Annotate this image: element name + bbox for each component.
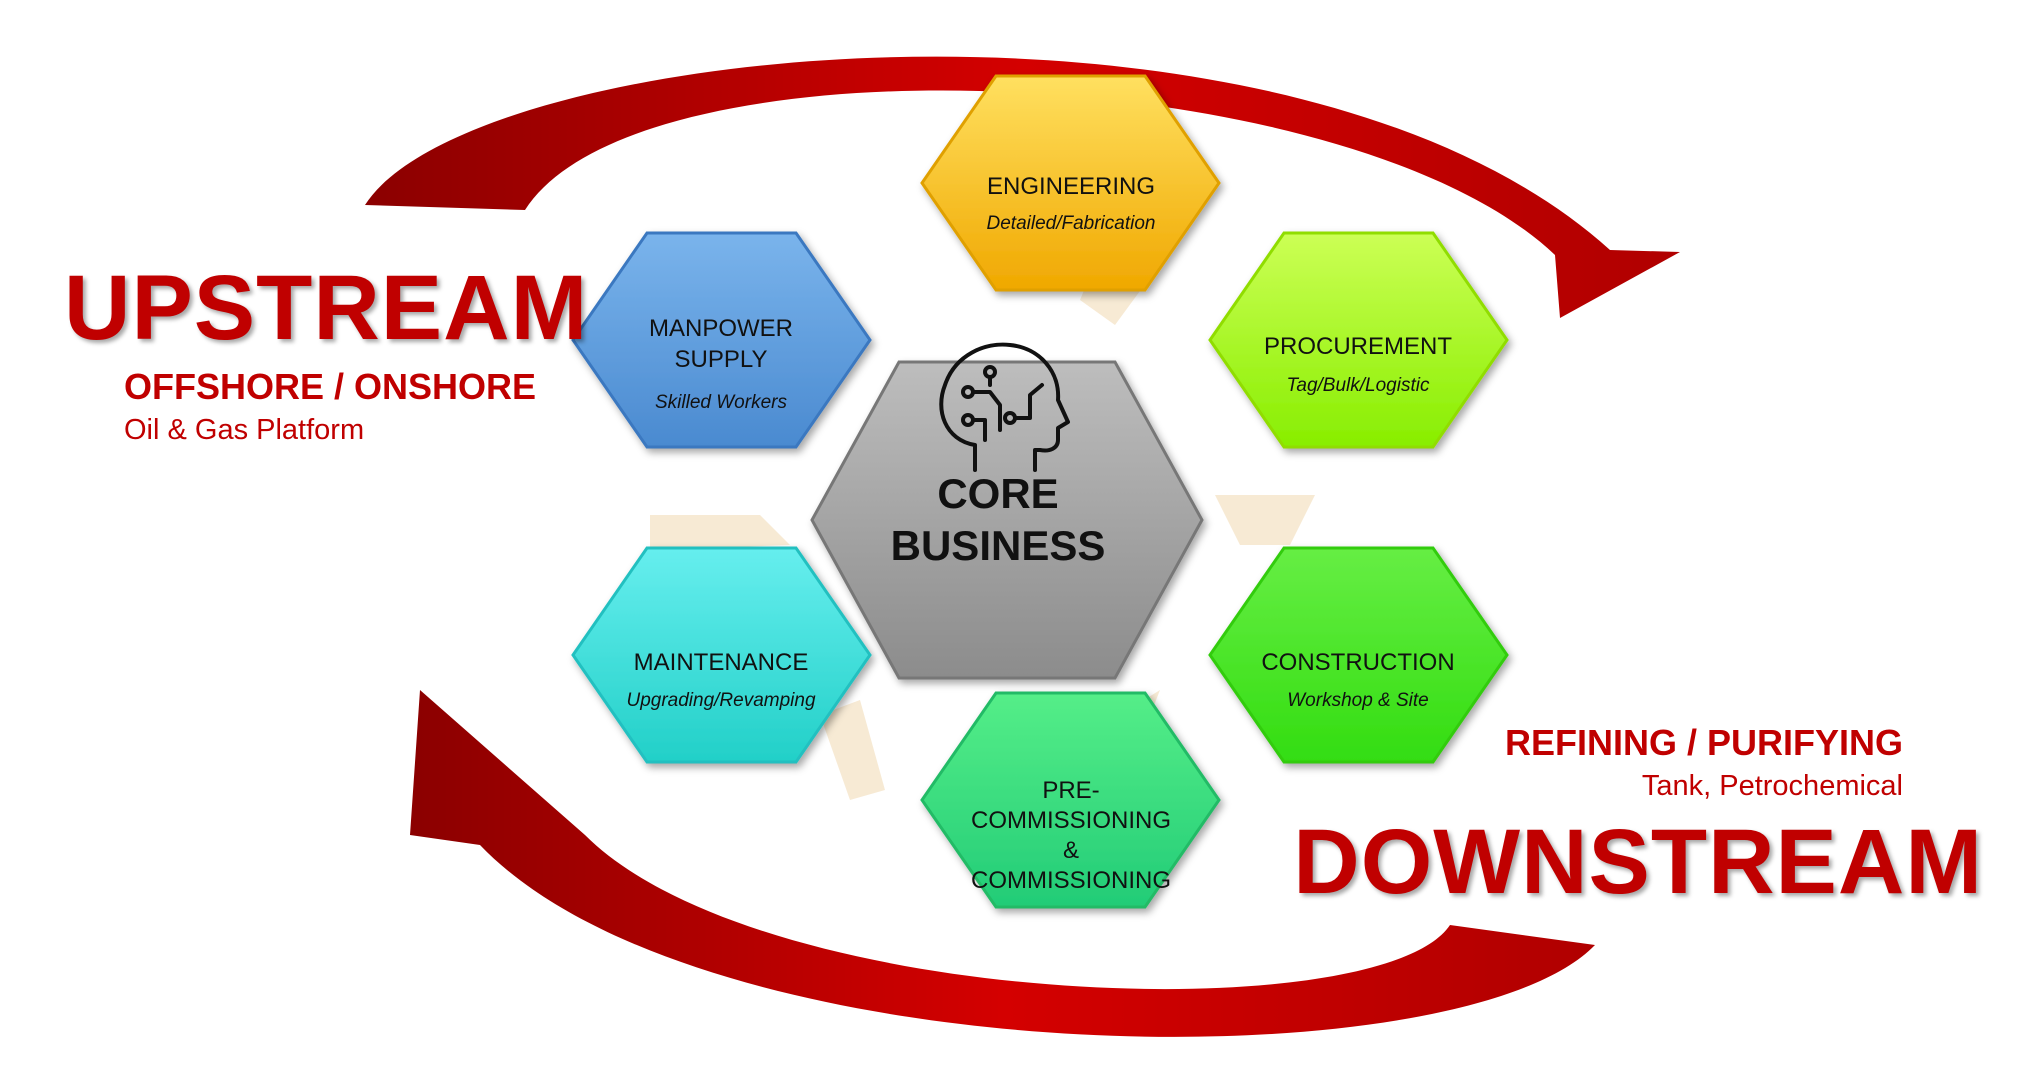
maintenance-subtitle: Upgrading/Revamping	[626, 690, 815, 711]
procurement-subtitle: Tag/Bulk/Logistic	[1287, 375, 1430, 396]
engineering-hexagon[interactable]	[920, 74, 1221, 292]
commissioning-line-1: PRE-	[1042, 777, 1099, 804]
manpower-subtitle: Skilled Workers	[655, 392, 787, 413]
manpower-line-2: SUPPLY	[675, 346, 768, 373]
manpower-line-1: MANPOWER	[649, 315, 793, 342]
core-title-line-2: BUSINESS	[891, 522, 1106, 569]
engineering-subtitle: Detailed/Fabrication	[987, 213, 1156, 234]
manpower-hexagon[interactable]	[571, 231, 872, 449]
upstream-subtitle: OFFSHORE / ONSHORE	[124, 366, 537, 407]
procurement-hexagon[interactable]	[1208, 231, 1509, 449]
brain-circuit-icon	[939, 342, 1070, 472]
top-cycle-arrow	[365, 56, 1680, 318]
downstream-subtitle: REFINING / PURIFYING	[1504, 722, 1903, 763]
downstream-title: DOWNSTREAM	[1293, 811, 1983, 913]
upstream-title: UPSTREAM	[64, 257, 589, 359]
commissioning-hexagon[interactable]	[920, 691, 1221, 909]
construction-hexagon[interactable]	[1208, 546, 1509, 764]
engineering-title: ENGINEERING	[987, 173, 1155, 200]
upstream-detail: Oil & Gas Platform	[124, 414, 365, 446]
construction-title: CONSTRUCTION	[1261, 649, 1454, 676]
commissioning-line-2: COMMISSIONING	[971, 807, 1171, 834]
commissioning-line-4: COMMISSIONING	[971, 867, 1171, 894]
procurement-title: PROCUREMENT	[1264, 333, 1452, 360]
construction-subtitle: Workshop & Site	[1287, 690, 1429, 711]
maintenance-title: MAINTENANCE	[634, 649, 809, 676]
maintenance-hexagon[interactable]	[571, 546, 872, 764]
core-business-hexagon[interactable]	[810, 360, 1204, 680]
downstream-detail: Tank, Petrochemical	[1641, 770, 1903, 802]
commissioning-line-3: &	[1063, 837, 1079, 864]
core-title-line-1: CORE	[937, 470, 1058, 517]
bottom-cycle-arrow	[410, 690, 1595, 1037]
